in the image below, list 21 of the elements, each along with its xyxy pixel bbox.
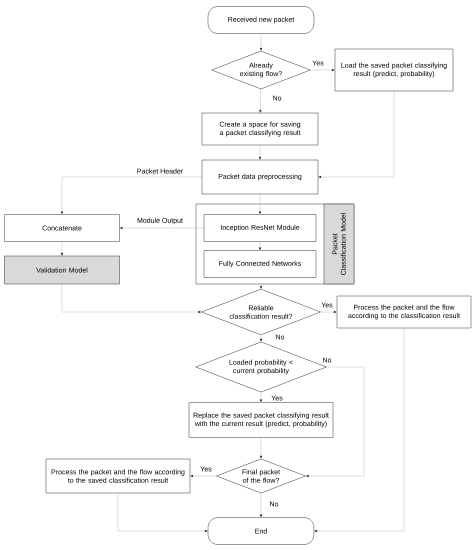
arrow <box>259 88 262 112</box>
arrow <box>190 474 216 478</box>
arrow <box>62 284 201 314</box>
arrow <box>310 68 334 72</box>
arrow <box>118 493 208 532</box>
arrow <box>260 392 262 402</box>
arrow <box>120 226 204 230</box>
arrow <box>260 334 262 342</box>
arrow <box>258 145 262 160</box>
arrow <box>320 310 336 314</box>
arrow <box>258 242 262 250</box>
arrow <box>260 34 262 50</box>
arrow <box>314 328 404 532</box>
arrow <box>260 493 262 517</box>
arrow <box>60 176 202 214</box>
arrow <box>60 242 64 256</box>
arrow <box>260 284 262 289</box>
arrow <box>260 438 262 458</box>
arrow <box>258 194 262 214</box>
arrow <box>306 366 364 478</box>
arrow <box>318 91 394 178</box>
